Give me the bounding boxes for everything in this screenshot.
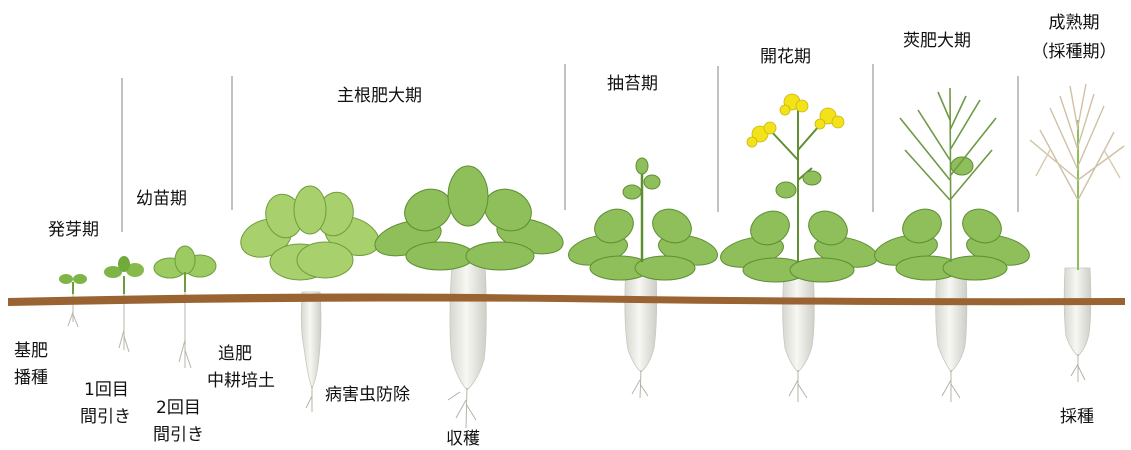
taproot-harvest (449, 261, 487, 391)
flower (831, 115, 845, 129)
stage-label-maturity: 成熟期 (1048, 13, 1100, 33)
taproots (300, 261, 1092, 391)
flower (779, 104, 791, 116)
flower (763, 121, 777, 135)
taproot-pod (935, 267, 968, 373)
maturity-plant (1029, 83, 1125, 270)
task-cultivation: 中耕培土 (207, 371, 275, 391)
task-thinning1-count: 1回目 (84, 380, 129, 400)
seedling (153, 245, 217, 292)
soil-line (8, 293, 1125, 306)
rootlet (447, 387, 477, 429)
stage-label-maturity-sub: （採種期） (1031, 42, 1117, 62)
task-thinning2-label: 間引き (153, 425, 204, 445)
task-harvest: 収穫 (446, 429, 480, 449)
stage-label-seedling: 幼苗期 (136, 189, 187, 209)
rootlets (305, 354, 1086, 429)
rootlet (941, 370, 961, 402)
task-seed-harvest: 採種 (1060, 407, 1094, 427)
rootlet (305, 386, 313, 412)
pod-stems (899, 87, 997, 263)
rootlet (1070, 354, 1086, 382)
flower-clusters (746, 93, 845, 148)
flower (814, 118, 826, 130)
task-topdress: 追肥 (218, 344, 252, 364)
rosette-flowering (720, 108, 878, 283)
flower (795, 99, 809, 113)
stage-label-root-growth: 主根肥大期 (337, 86, 422, 106)
stage-dividers (121, 64, 1019, 232)
task-pest-control: 病害虫防除 (325, 385, 410, 405)
task-sowing: 播種 (14, 368, 48, 388)
rosette-bolting (568, 157, 718, 281)
task-thinning2-count: 2回目 (156, 398, 201, 418)
rosettes (240, 83, 1125, 283)
task-basal-fertilizer: 基肥 (14, 341, 48, 361)
taproot-flowering (782, 269, 815, 373)
sprout-2 (104, 256, 144, 294)
task-thinning1-label: 間引き (80, 407, 131, 427)
taproot-maturity (1063, 267, 1092, 357)
sprouts (59, 245, 217, 294)
root-germination-1 (67, 290, 79, 328)
sprout-1 (59, 274, 87, 294)
rosette-pod (874, 156, 1030, 281)
rootlet (788, 370, 808, 402)
flower (746, 136, 758, 148)
rosette-harvest (374, 165, 564, 271)
plant-roots (67, 290, 192, 369)
rootlet (631, 369, 649, 399)
stage-label-germination: 発芽期 (48, 220, 99, 240)
stage-label-pod-growth: 莢肥大期 (903, 31, 971, 51)
stage-label-flowering: 開花期 (760, 47, 811, 67)
taproot-bolting (624, 265, 658, 373)
rosette-topdress (240, 185, 380, 281)
stage-label-bolting: 抽苔期 (607, 74, 658, 94)
taproot-topdress (300, 291, 322, 389)
